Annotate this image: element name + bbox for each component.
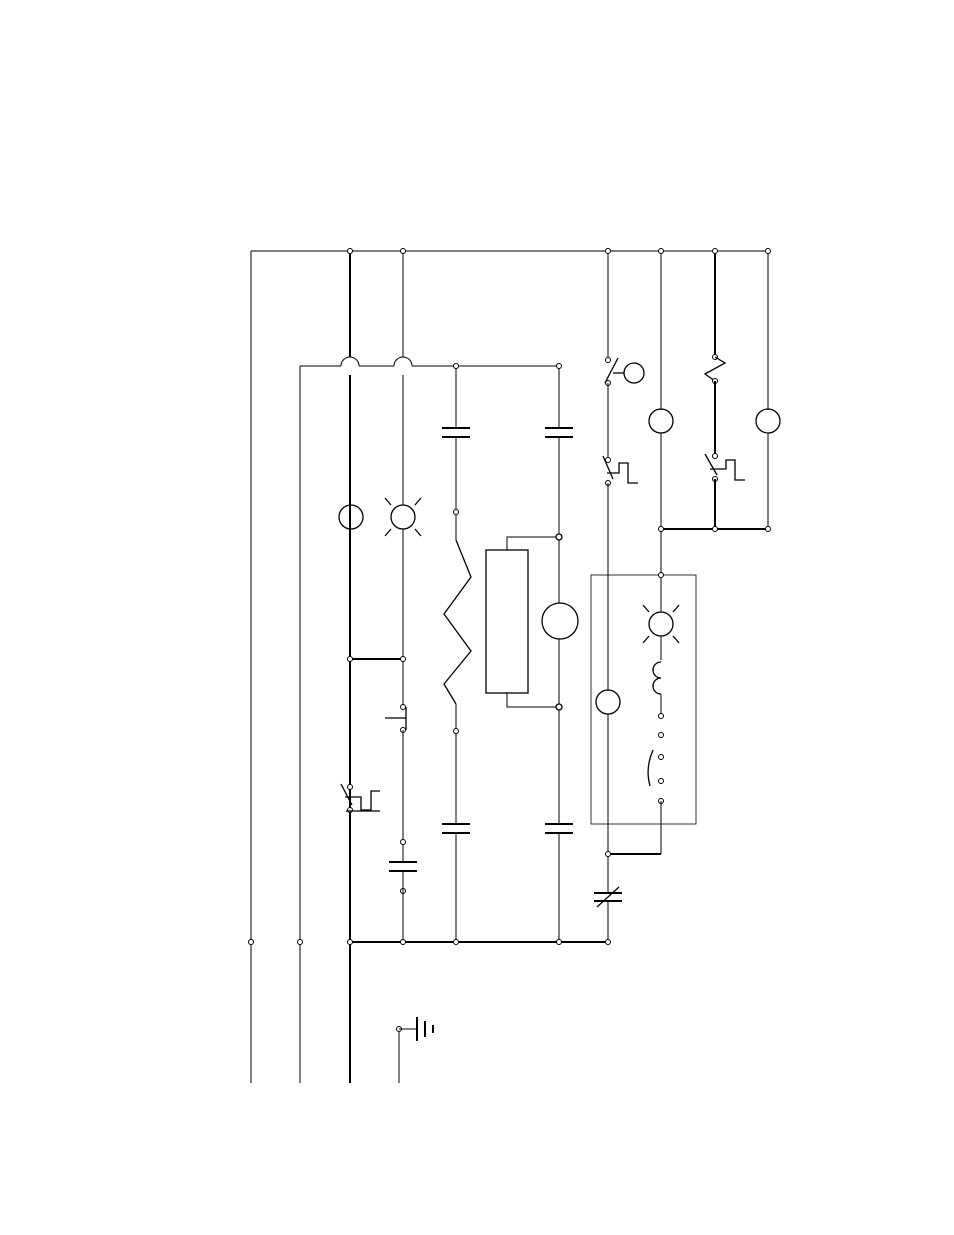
motor-center [542,603,578,639]
right-branch-a [594,251,661,942]
transformer [486,537,559,707]
motor-right-upper [649,409,673,433]
capacitor-upper-left [442,428,470,437]
capacitor-lower-right [545,824,573,833]
inductor-coil [653,636,661,716]
thermostat-switch-left [341,784,380,813]
right-branch-b [643,251,768,854]
open-contact [648,750,653,786]
capacitor-upper-right [545,428,573,437]
push-switch [385,705,406,733]
thermostat-switch-a [603,456,638,486]
resistor [444,540,471,704]
motor-branch [542,366,578,942]
lamp-branch [385,251,421,942]
resistor-branch [442,366,471,942]
right-branch-d [756,251,780,532]
right-branch-c [705,251,745,532]
motor-far-right [756,409,780,433]
capacitor-lower-left [442,824,470,833]
bus-wires [251,251,768,1083]
motor-right-lower [596,690,620,714]
heater-element [705,357,725,381]
ground-symbol [397,1017,434,1083]
pressure-switch [605,358,644,386]
terminal-nodes [249,249,771,945]
thermostat-switch-b [705,454,745,482]
control-module-box [591,575,696,824]
